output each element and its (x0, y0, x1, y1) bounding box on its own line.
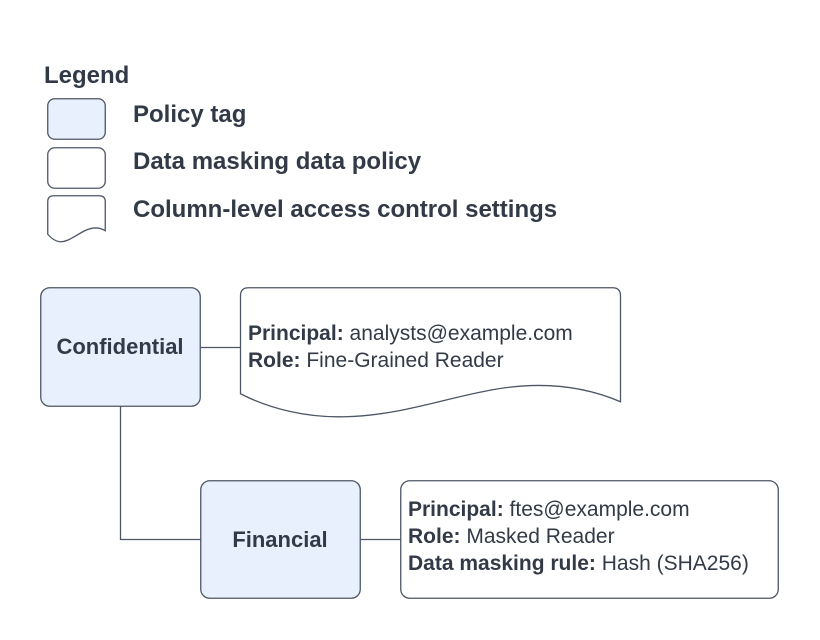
confidential-policy-tag-shape (40, 287, 201, 407)
policy-line-principal: Principal: ftes@example.com (408, 496, 749, 523)
field-value: Fine-Grained Reader (306, 349, 504, 372)
legend-label-policy-tag: Policy tag (133, 101, 247, 128)
financial-data-masking-policy-shape (400, 480, 779, 599)
field-value: ftes@example.com (509, 498, 690, 521)
legend-column-access-swatch (47, 195, 106, 243)
policy-line-principal: Principal: analysts@example.com (248, 320, 573, 347)
legend-data-masking-policy-swatch (47, 147, 106, 189)
policy-line-role: Role: Masked Reader (408, 523, 749, 550)
policy-line-role: Role: Fine-Grained Reader (248, 347, 573, 374)
field-label: Principal: (248, 322, 344, 345)
field-label: Data masking rule: (408, 552, 596, 575)
connector-confidential-to-financial (119, 406, 201, 541)
field-label: Role: (248, 349, 301, 372)
financial-policy-tag-shape (200, 480, 361, 599)
field-value: analysts@example.com (349, 322, 573, 345)
field-value: Masked Reader (466, 525, 615, 548)
legend-title: Legend (44, 62, 130, 89)
policy-line-masking-rule: Data masking rule: Hash (SHA256) (408, 550, 749, 577)
legend-label-data-masking-policy: Data masking data policy (133, 148, 422, 175)
field-label: Principal: (408, 498, 504, 521)
financial-policy-text: Principal: ftes@example.com Role: Masked… (408, 496, 749, 577)
field-label: Role: (408, 525, 461, 548)
confidential-policy-text: Principal: analysts@example.com Role: Fi… (248, 320, 573, 374)
confidential-node-label: Confidential (56, 334, 184, 359)
field-value: Hash (SHA256) (601, 552, 749, 575)
legend-label-column-access: Column-level access control settings (133, 196, 558, 223)
legend-policy-tag-swatch (47, 98, 106, 140)
financial-node-label: Financial (232, 526, 328, 552)
confidential-access-settings-shape (239, 287, 622, 418)
